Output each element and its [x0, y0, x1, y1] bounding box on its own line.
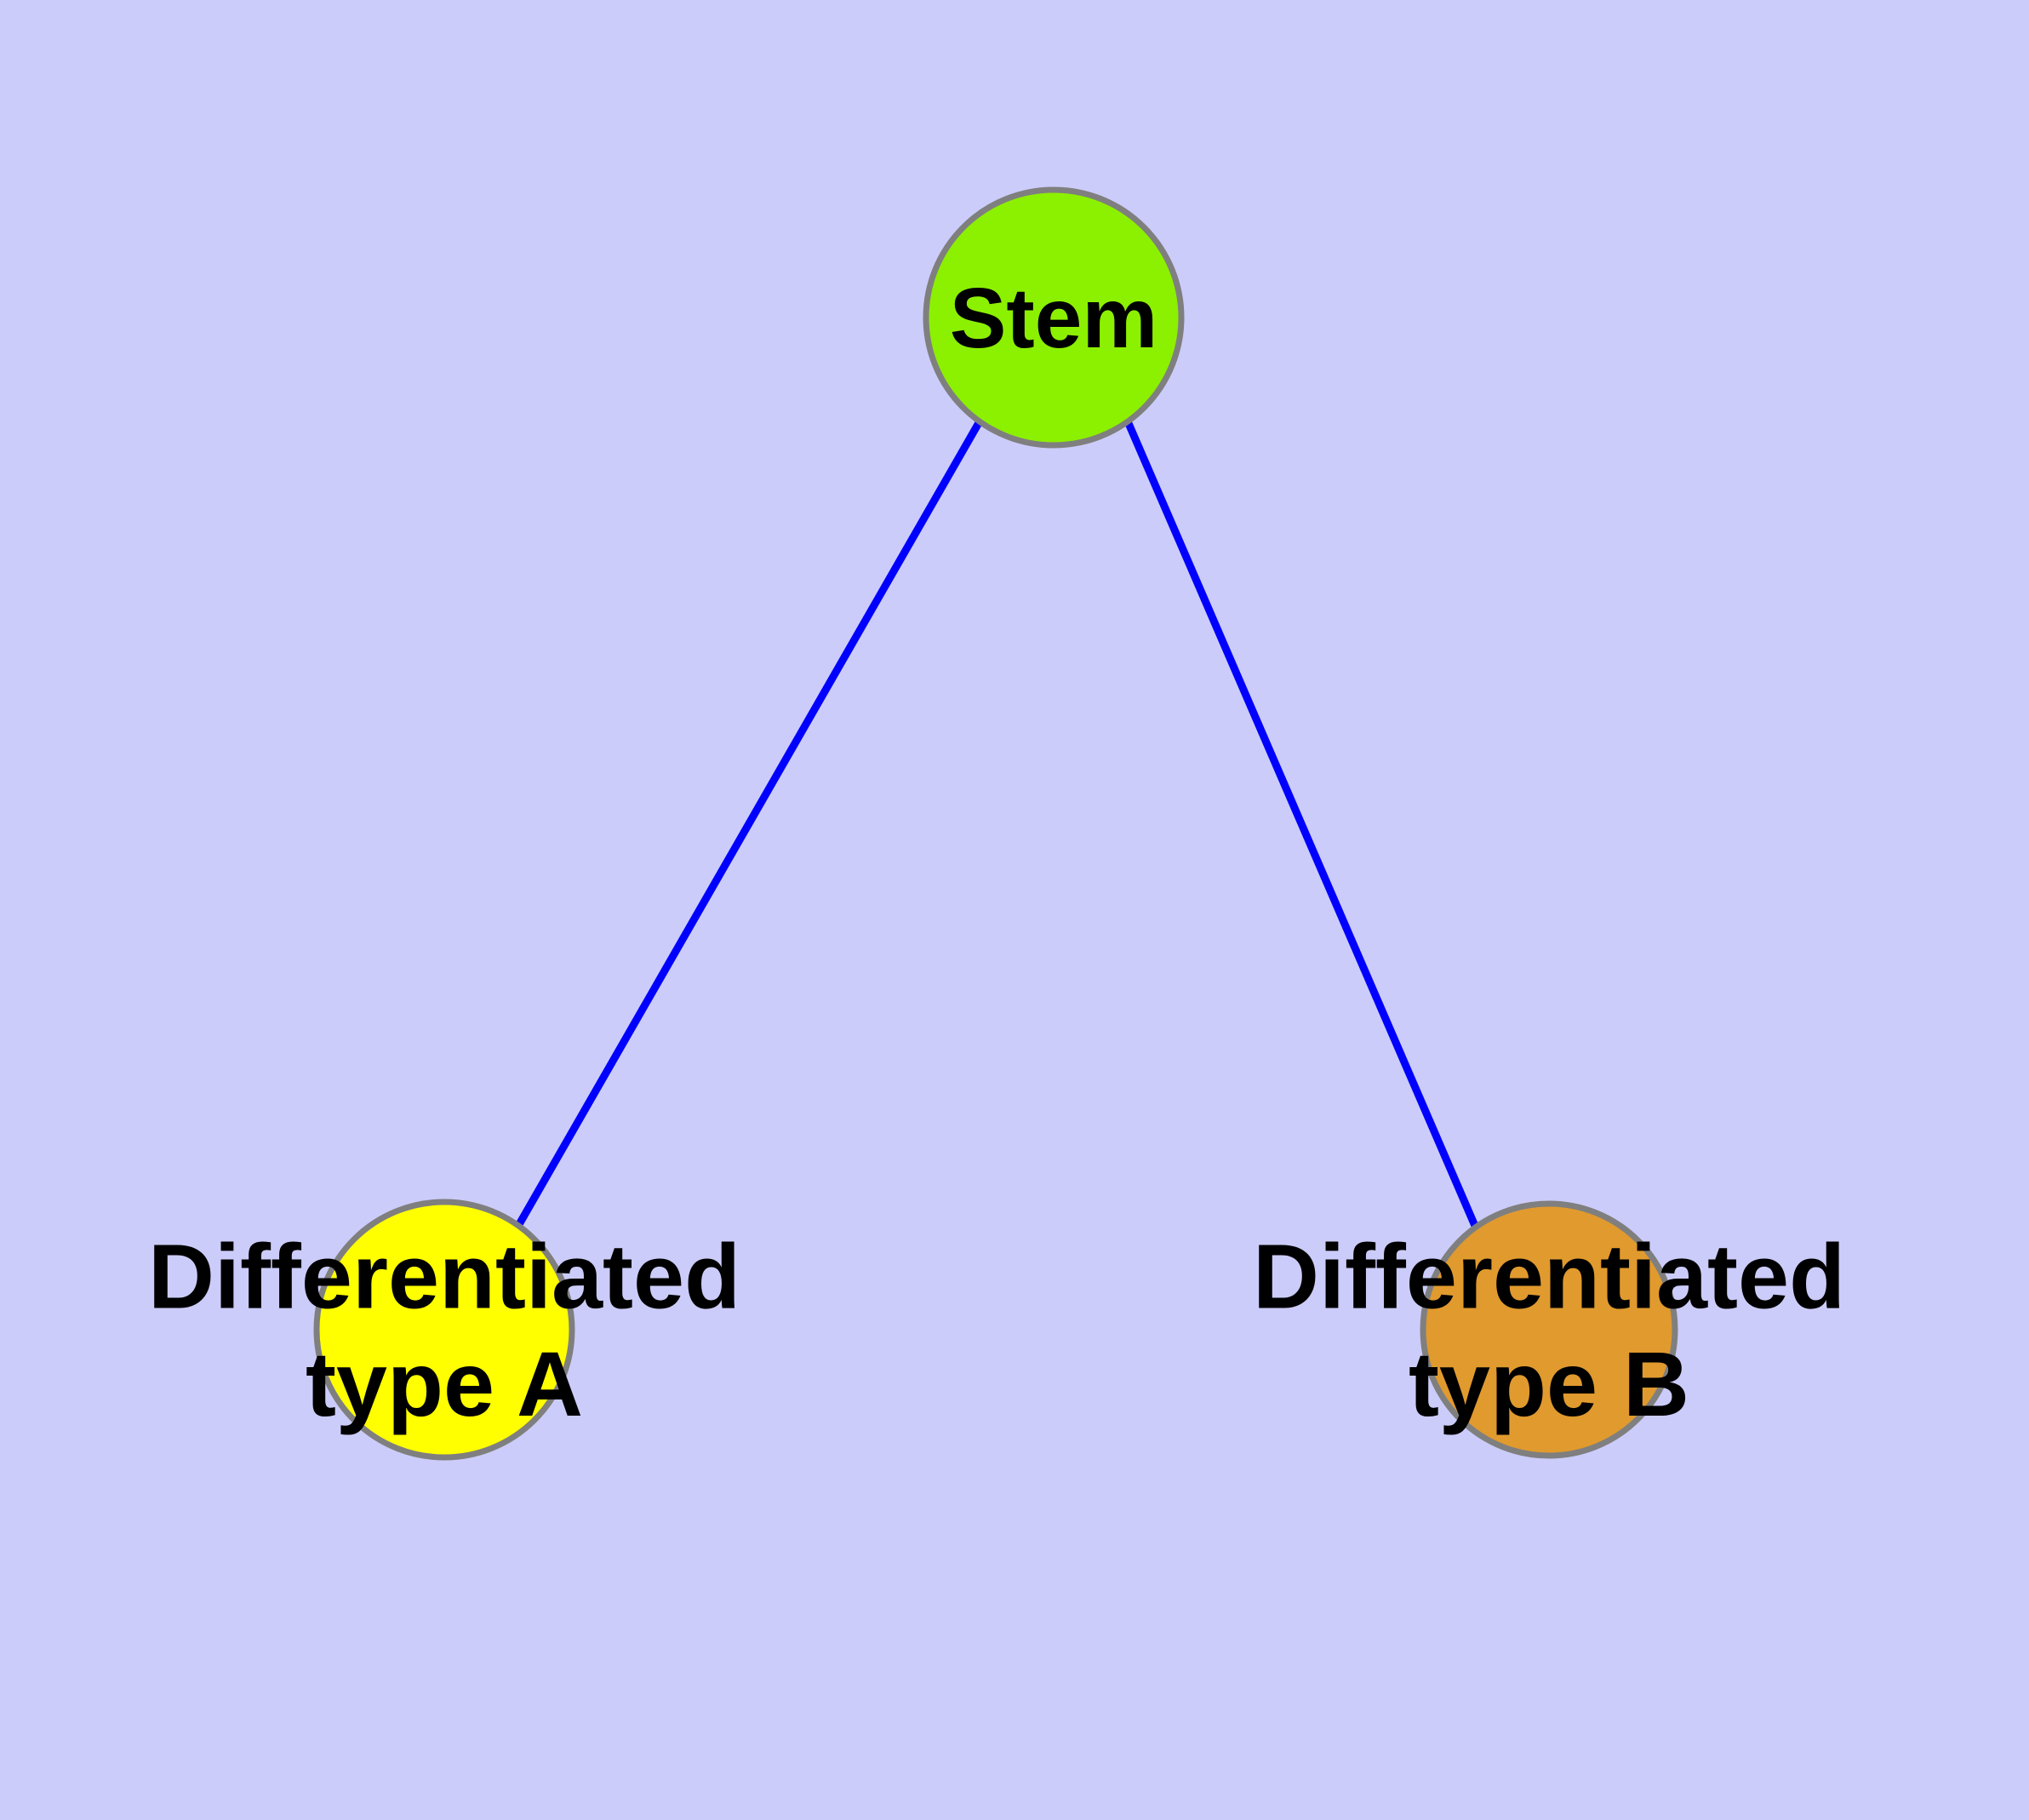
label-line: type A	[306, 1332, 583, 1435]
label-line: Stem	[950, 271, 1158, 366]
label-line: Differentiated	[148, 1225, 740, 1328]
graph-edge[interactable]	[1123, 420, 1479, 1228]
graph-node-diff_a[interactable]	[313, 1199, 575, 1461]
graph-node-diff_b[interactable]	[1420, 1200, 1678, 1459]
edges-layer	[515, 419, 1479, 1228]
graph-node-label-stem: Stem	[950, 271, 1158, 366]
label-line: type B	[1409, 1332, 1689, 1435]
graph-node-stem[interactable]	[923, 186, 1185, 449]
graph-edge[interactable]	[515, 419, 983, 1228]
nodes-layer	[313, 186, 1678, 1461]
label-line: Differentiated	[1253, 1225, 1845, 1328]
